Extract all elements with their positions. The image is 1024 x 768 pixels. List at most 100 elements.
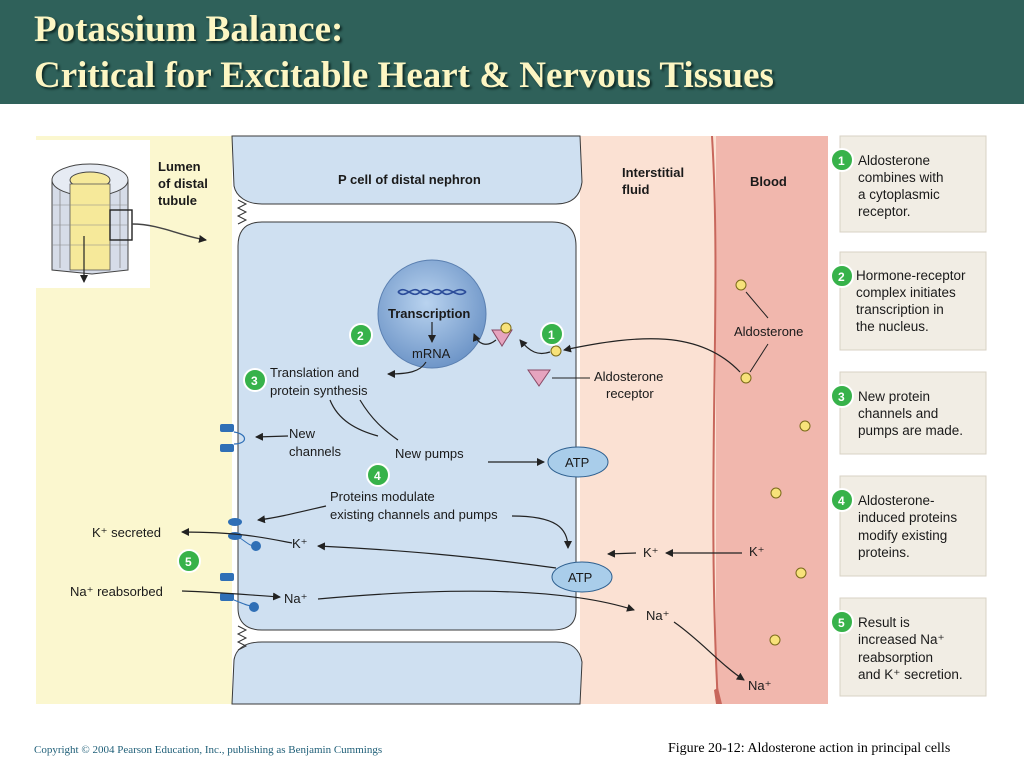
slide-title-line-2: Critical for Excitable Heart & Nervous T… <box>34 55 774 96</box>
aldosterone-label: Aldosterone <box>734 324 803 339</box>
svg-text:4: 4 <box>838 494 845 508</box>
step-5-line-2: increased Na⁺ <box>858 632 945 647</box>
complex-formation-arrow <box>519 339 551 355</box>
translation-label-1: Translation and <box>270 365 359 380</box>
svg-text:3: 3 <box>251 374 258 388</box>
step-4-line-4: proteins. <box>858 545 910 560</box>
step-1-line-1: Aldosterone <box>858 153 930 168</box>
svg-text:2: 2 <box>838 270 845 284</box>
step-2-line-3: transcription in <box>856 302 944 317</box>
figure-caption: Figure 20-12: Aldosterone action in prin… <box>668 741 951 756</box>
k-blood-label: K⁺ <box>749 544 765 559</box>
na-export-arrow <box>317 590 635 612</box>
transcription-label: Transcription <box>388 306 470 321</box>
modulate-pump-arrow <box>511 515 572 549</box>
step-box-4: 4 Aldosterone- induced proteins modify e… <box>830 475 987 577</box>
capillary-wall <box>711 135 719 705</box>
step-4-line-3: modify existing <box>858 528 947 543</box>
new-channel-arrow <box>255 432 289 441</box>
mrna-translation-arrow <box>387 361 427 378</box>
synthesis-branch-pumps <box>359 399 399 441</box>
k-interstitial-arrow <box>607 549 637 558</box>
step-5-line-3: reabsorption <box>858 650 933 665</box>
aldosterone-pointer <box>749 343 769 373</box>
k-secretion-arrow <box>181 528 293 544</box>
step-4-line-2: induced proteins <box>858 510 957 525</box>
tight-junction-bottom <box>236 625 248 651</box>
step-marker-4: 4 <box>366 463 390 487</box>
step-1-line-3: a cytoplasmic <box>858 187 940 202</box>
step-5-line-1: Result is <box>858 615 910 630</box>
aldosterone-receptor-icon <box>527 369 551 387</box>
aldosterone-molecule-icon <box>735 279 747 291</box>
step-box-1: 1 Aldosterone combines with a cytoplasmi… <box>830 135 987 233</box>
na-channel-icon <box>220 573 259 612</box>
svg-text:1: 1 <box>548 328 555 342</box>
upper-neighbor-cell <box>231 135 583 205</box>
step-2-line-1: Hormone-receptor <box>856 268 966 283</box>
na-interstitial-label: Na⁺ <box>646 608 669 623</box>
interstitial-label-2: fluid <box>622 182 649 197</box>
new-channel-icon <box>220 424 246 452</box>
interstitial-region <box>580 136 716 704</box>
na-reabsorption-arrow <box>181 590 281 601</box>
step-2-line-2: complex initiates <box>856 285 956 300</box>
k-secreted-label: K⁺ secreted <box>92 525 161 540</box>
k-uptake-arrow <box>317 542 557 569</box>
svg-text:5: 5 <box>185 555 192 569</box>
tight-junction-top <box>236 199 248 225</box>
atp-label-upper: ATP <box>565 455 589 470</box>
synthesis-branch <box>329 399 379 437</box>
modulate-label-1: Proteins modulate <box>330 489 435 504</box>
step-marker-1: 1 <box>540 322 564 346</box>
receptor-label-1: Aldosterone <box>594 369 663 384</box>
tubule-icon <box>51 163 133 283</box>
new-channels-label-1: New <box>289 426 316 441</box>
aldosterone-molecule-cell-icon <box>550 345 562 357</box>
step-4-line-1: Aldosterone- <box>858 493 935 508</box>
k-cell-label: K⁺ <box>292 536 308 551</box>
p-cell <box>237 221 577 631</box>
aldosterone-pointer <box>745 291 769 319</box>
nucleus <box>377 259 487 369</box>
aldosterone-molecule-icon <box>740 372 752 384</box>
step-marker-2: 2 <box>349 323 373 347</box>
step-3-line-2: channels and <box>858 406 938 421</box>
blood-region <box>716 136 828 704</box>
title-bar: Potassium Balance: Critical for Excitabl… <box>0 0 1024 104</box>
aldosterone-molecule-icon <box>795 567 807 579</box>
receptor-label-2: receptor <box>606 386 654 401</box>
step-5-line-4: and K⁺ secretion. <box>858 667 963 682</box>
bound-aldosterone-icon <box>500 322 512 334</box>
svg-text:2: 2 <box>357 329 364 343</box>
step-marker-3: 3 <box>243 368 267 392</box>
atp-pump-lower <box>551 561 613 593</box>
interstitial-label-1: Interstitial <box>622 165 684 180</box>
lumen-label-1: Lumen <box>158 159 201 174</box>
modulate-label-2: existing channels and pumps <box>330 507 498 522</box>
na-reabsorbed-label: Na⁺ reabsorbed <box>70 584 163 599</box>
k-interstitial-label: K⁺ <box>643 545 659 560</box>
aldosterone-molecule-icon <box>799 420 811 432</box>
complex-to-nucleus-arrow <box>472 333 497 345</box>
new-pumps-label: New pumps <box>395 446 464 461</box>
lumen-label-3: tubule <box>158 193 197 208</box>
blood-label: Blood <box>750 174 787 189</box>
mrna-label: mRNA <box>412 346 451 361</box>
new-channels-label-2: channels <box>289 444 342 459</box>
svg-text:5: 5 <box>838 616 845 630</box>
step-2-line-4: the nucleus. <box>856 319 929 334</box>
cell-label: P cell of distal nephron <box>338 172 481 187</box>
lower-neighbor-cell <box>231 641 583 705</box>
modulate-channel-arrow <box>257 505 327 524</box>
step-1-line-4: receptor. <box>858 204 911 219</box>
atp-label-lower: ATP <box>568 570 592 585</box>
atp-pump-upper <box>547 446 609 478</box>
step-3-line-1: New protein <box>858 389 930 404</box>
lumen-label-2: of distal <box>158 176 208 191</box>
step-1-line-2: combines with <box>858 170 944 185</box>
slide-title-line-1: Potassium Balance: <box>34 9 344 50</box>
step-box-3: 3 New protein channels and pumps are mad… <box>830 371 987 455</box>
na-cell-label: Na⁺ <box>284 591 307 606</box>
